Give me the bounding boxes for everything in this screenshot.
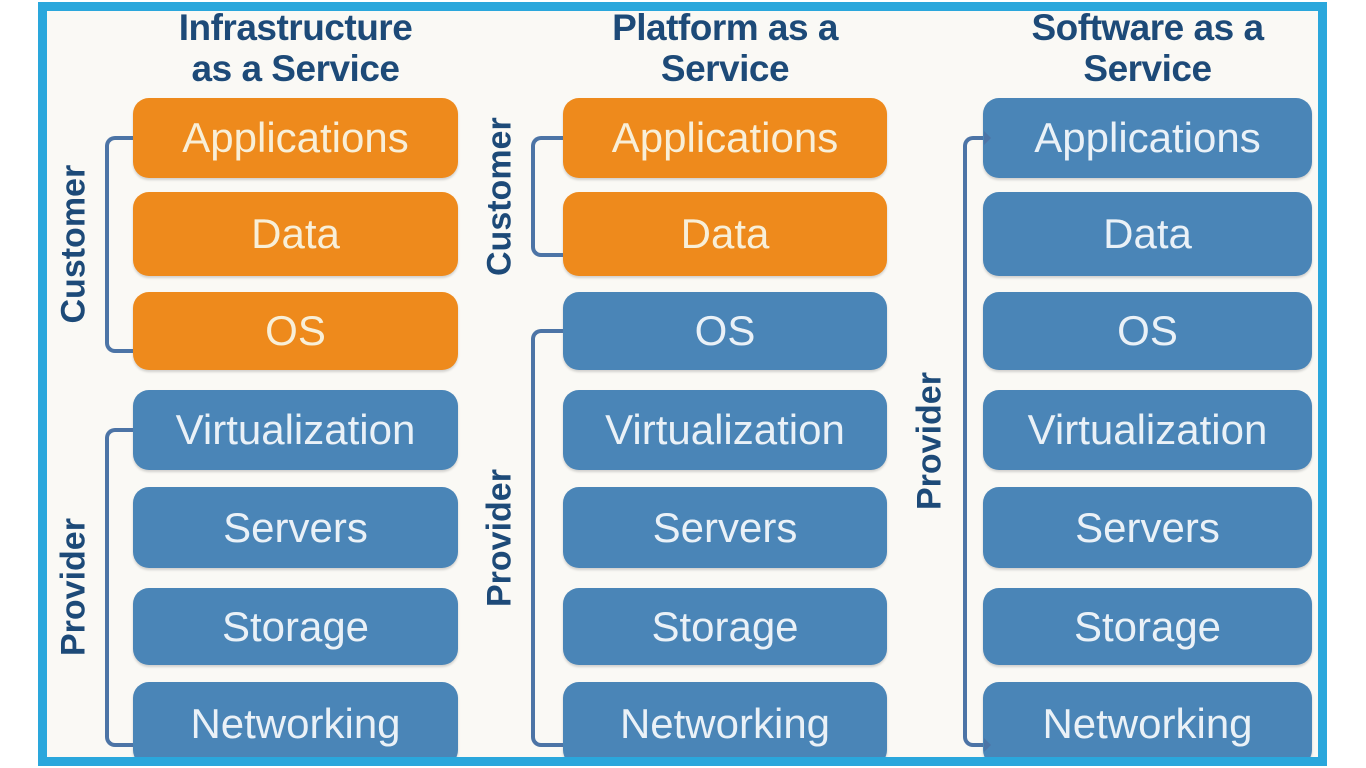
paas-layer-data: Data	[563, 192, 887, 276]
title-line: Service	[660, 48, 790, 89]
title-line: Service	[1083, 48, 1212, 89]
paas-provider-bracket	[531, 329, 563, 747]
layer-label: Applications	[1034, 114, 1261, 161]
paas-layer-networking: Networking	[563, 682, 887, 757]
layer-label: Networking	[190, 700, 401, 747]
layer-label: Data	[251, 210, 340, 257]
layer-label: Networking	[1042, 700, 1253, 747]
paas-layer-os: OS	[563, 292, 887, 370]
saas-layer-storage: Storage	[983, 588, 1312, 665]
saas-provider-bracket	[963, 131, 991, 752]
layer-label: Applications	[611, 114, 839, 161]
layer-label: Data	[680, 210, 770, 257]
bracket-arrow-icon	[984, 738, 991, 752]
bracket-arrow-icon	[984, 131, 991, 145]
layer-label: Applications	[182, 114, 409, 161]
iaas-provider-label: Provider	[54, 518, 93, 657]
layer-label: Servers	[1075, 503, 1220, 551]
layer-label: Virtualization	[175, 406, 416, 453]
title-line: as a Service	[191, 48, 400, 89]
layer-label: Storage	[1073, 602, 1222, 650]
saas-provider-label: Provider	[910, 372, 949, 511]
layer-label: Virtualization	[1027, 406, 1268, 453]
paas-layer-applications: Applications	[563, 98, 887, 178]
layer-label: Servers	[652, 503, 798, 551]
saas-layer-networking: Networking	[983, 682, 1312, 757]
layer-label: Storage	[221, 602, 370, 650]
layer-label: OS	[265, 307, 326, 354]
saas-layer-applications: Applications	[983, 98, 1312, 178]
iaas-customer-bracket	[105, 136, 133, 353]
layer-label: Data	[1103, 210, 1192, 257]
layer-label: Storage	[651, 602, 799, 650]
layer-label: Virtualization	[605, 406, 845, 453]
layer-label: Networking	[619, 700, 831, 747]
paas-customer-label: Customer	[480, 117, 519, 276]
paas-layer-storage: Storage	[563, 588, 887, 665]
title-line: Software as a	[1031, 7, 1264, 48]
layer-label: Servers	[223, 503, 368, 551]
saas-layer-data: Data	[983, 192, 1312, 276]
saas-layer-servers: Servers	[983, 487, 1312, 568]
iaas-provider-bracket	[105, 428, 133, 747]
iaas-layer-servers: Servers	[133, 487, 458, 568]
title-line: Infrastructure	[178, 7, 413, 48]
iaas-layer-applications: Applications	[133, 98, 458, 178]
saas-layer-virtualization: Virtualization	[983, 390, 1312, 470]
iaas-layer-os: OS	[133, 292, 458, 370]
iaas-layer-data: Data	[133, 192, 458, 276]
iaas-layer-virtualization: Virtualization	[133, 390, 458, 470]
layer-label: OS	[694, 307, 756, 354]
iaas-layer-storage: Storage	[133, 588, 458, 665]
saas-layer-os: OS	[983, 292, 1312, 370]
title-line: Platform as a	[612, 7, 838, 48]
paas-layer-virtualization: Virtualization	[563, 390, 887, 470]
paas-layer-servers: Servers	[563, 487, 887, 568]
iaas-layer-networking: Networking	[133, 682, 458, 757]
paas-provider-label: Provider	[480, 469, 519, 607]
iaas-customer-label: Customer	[54, 164, 93, 324]
paas-customer-bracket	[531, 136, 563, 257]
layer-label: OS	[1117, 307, 1178, 354]
